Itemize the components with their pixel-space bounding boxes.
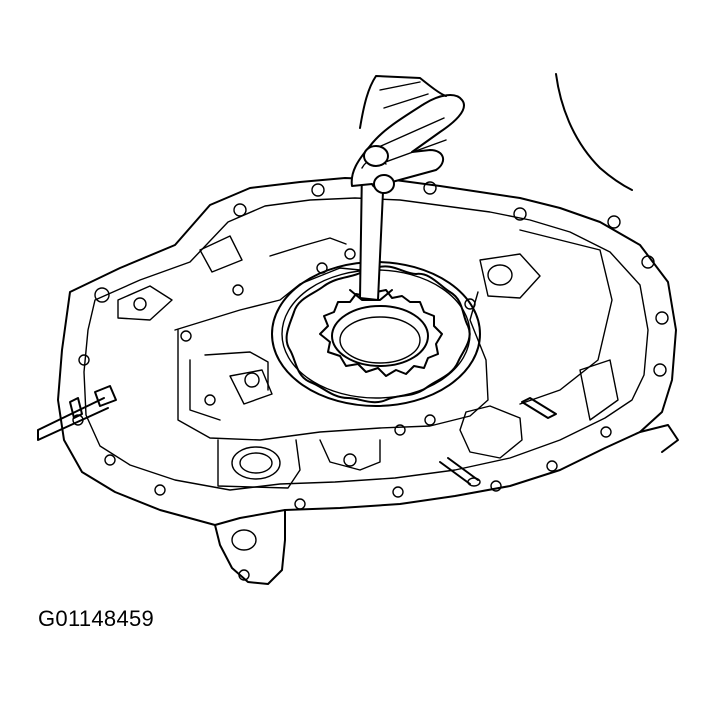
figure-code: G01148459 bbox=[38, 606, 155, 631]
transmission-housing bbox=[37, 177, 679, 585]
oil-pump-driven-gear bbox=[285, 265, 471, 404]
hand bbox=[350, 73, 633, 194]
oil-pump-drive-gear bbox=[319, 289, 443, 377]
